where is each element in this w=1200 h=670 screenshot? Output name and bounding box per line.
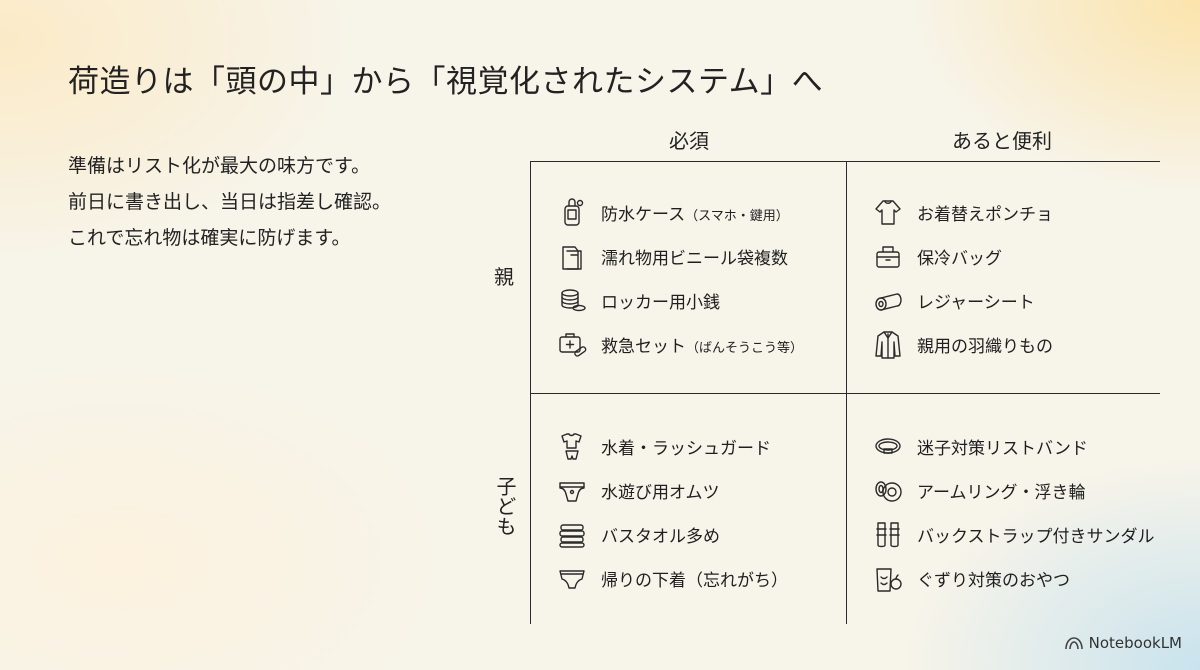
list-item-label: 帰りの下着（忘れがち）	[601, 566, 788, 591]
list-item-label: ロッカー用小銭	[601, 288, 720, 313]
list-item-note: （スマホ・鍵用）	[685, 208, 789, 224]
first-aid-icon	[557, 329, 587, 359]
list-item-text: 迷子対策リストバンド	[917, 438, 1088, 459]
list-item-label: 迷子対策リストバンド	[917, 434, 1088, 459]
list-item-text: バスタオル多め	[601, 526, 720, 547]
coins-icon	[557, 285, 587, 315]
list-item: 帰りの下着（忘れがち）	[557, 560, 788, 596]
list-item: ぐずり対策のおやつ	[873, 560, 1070, 596]
list-item: 迷子対策リストバンド	[873, 428, 1088, 464]
notebooklm-icon	[1064, 637, 1083, 650]
list-item-label: 水着・ラッシュガード	[601, 434, 771, 459]
jacket-icon	[873, 329, 903, 359]
list-item-label: お着替えポンチョ	[917, 200, 1053, 225]
grid-line-center	[846, 161, 847, 624]
list-item: 水着・ラッシュガード	[557, 428, 771, 464]
underwear-icon	[557, 563, 587, 593]
page-title: 荷造りは「頭の中」から「視覚化されたシステム」へ	[68, 64, 824, 100]
brand-name: NotebookLM	[1088, 634, 1182, 652]
plastic-bag-icon	[557, 241, 587, 271]
list-item: 防水ケース（スマホ・鍵用）	[557, 194, 789, 230]
brand-logo: NotebookLM	[1064, 634, 1182, 652]
list-item-text: 防水ケース	[601, 204, 686, 225]
snack-icon	[873, 563, 903, 593]
intro-line: これで忘れ物は確実に防げます。	[68, 227, 351, 249]
list-item-text: アームリング・浮き輪	[917, 482, 1086, 503]
towels-icon	[557, 519, 587, 549]
list-item-text: 濡れ物用ビニール袋複数	[601, 248, 788, 269]
row-header-child: 子ども	[493, 476, 517, 536]
list-item-text: ロッカー用小銭	[601, 292, 720, 313]
list-item: ロッカー用小銭	[557, 282, 720, 318]
list-item-label: ぐずり対策のおやつ	[917, 566, 1070, 591]
diaper-icon	[557, 475, 587, 505]
list-item-text: バックストラップ付きサンダル	[917, 526, 1155, 547]
list-item-text: 水遊び用オムツ	[601, 482, 720, 503]
list-item-label: 保冷バッグ	[917, 244, 1002, 269]
list-item-label: 濡れ物用ビニール袋複数	[601, 244, 788, 269]
list-item-text: 水着・ラッシュガード	[601, 438, 771, 459]
intro-text: 準備はリスト化が最大の味方です。 前日に書き出し、当日は指差し確認。 これで忘れ…	[68, 148, 391, 256]
poncho-icon	[873, 197, 903, 227]
intro-line: 準備はリスト化が最大の味方です。	[68, 155, 371, 177]
wristband-icon	[873, 431, 903, 461]
list-item-label: レジャーシート	[917, 288, 1035, 313]
list-item: 濡れ物用ビニール袋複数	[557, 238, 788, 274]
list-item-label: アームリング・浮き輪	[917, 478, 1085, 503]
list-item-label: 親用の羽織りもの	[917, 332, 1053, 357]
list-item-note: （ばんそうこう等）	[686, 340, 804, 356]
row-header-parent: 親	[494, 265, 514, 289]
float-ring-icon	[873, 475, 903, 505]
list-item-text: レジャーシート	[917, 292, 1035, 313]
swimsuit-icon	[557, 431, 587, 461]
list-item-text: 救急セット	[601, 336, 686, 357]
grid-line-top	[530, 161, 1160, 162]
grid-line-middle	[530, 393, 1160, 394]
column-header-required: 必須	[669, 129, 709, 153]
list-item: 水遊び用オムツ	[557, 472, 720, 508]
list-item-label: 救急セット（ばんそうこう等）	[601, 332, 803, 357]
list-item: 親用の羽織りもの	[873, 326, 1053, 362]
list-item-label: バスタオル多め	[601, 522, 720, 547]
list-item: レジャーシート	[873, 282, 1035, 318]
list-item-text: 親用の羽織りもの	[917, 336, 1053, 357]
waterproof-case-icon	[557, 197, 587, 227]
list-item: 救急セット（ばんそうこう等）	[557, 326, 803, 362]
mat-roll-icon	[873, 285, 903, 315]
list-item: アームリング・浮き輪	[873, 472, 1085, 508]
intro-line: 前日に書き出し、当日は指差し確認。	[68, 191, 392, 213]
list-item-text: 帰りの下着（忘れがち）	[601, 570, 788, 591]
list-item: 保冷バッグ	[873, 238, 1002, 274]
cooler-bag-icon	[873, 241, 903, 271]
list-item-text: 保冷バッグ	[917, 248, 1002, 269]
list-item: お着替えポンチョ	[873, 194, 1053, 230]
list-item-text: ぐずり対策のおやつ	[917, 570, 1070, 591]
list-item-label: バックストラップ付きサンダル	[917, 522, 1155, 547]
grid-line-left	[530, 161, 531, 624]
list-item-text: お着替えポンチョ	[917, 204, 1053, 225]
list-item: バスタオル多め	[557, 516, 720, 552]
list-item-label: 水遊び用オムツ	[601, 478, 720, 503]
list-item: バックストラップ付きサンダル	[873, 516, 1155, 552]
column-header-optional: あると便利	[952, 129, 1052, 153]
list-item-label: 防水ケース（スマホ・鍵用）	[601, 200, 789, 225]
sandals-icon	[873, 519, 903, 549]
